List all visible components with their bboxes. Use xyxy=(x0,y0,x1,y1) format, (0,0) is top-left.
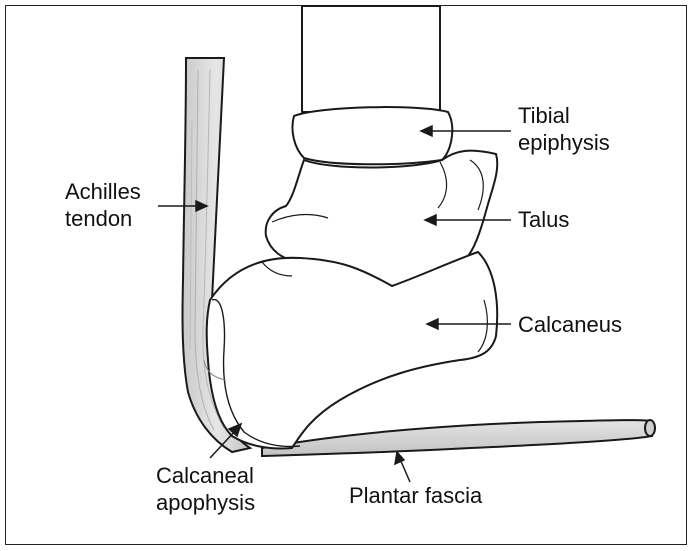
label-achilles-line1: Achilles xyxy=(65,178,141,205)
label-calcaneal-apophysis: Calcaneal apophysis xyxy=(156,462,255,516)
label-talus-text: Talus xyxy=(518,206,569,233)
label-achilles-tendon: Achilles tendon xyxy=(65,178,141,232)
calcaneus xyxy=(207,252,498,449)
label-tibial-epiphysis-line1: Tibial xyxy=(518,102,610,129)
tibia xyxy=(302,6,440,112)
arrow-achilles xyxy=(158,201,207,211)
label-tibial-epiphysis: Tibial epiphysis xyxy=(518,102,610,156)
label-talus: Talus xyxy=(518,206,569,233)
label-calcaneal-apophysis-line2: apophysis xyxy=(156,489,255,516)
label-tibial-epiphysis-line2: epiphysis xyxy=(518,129,610,156)
arrow-plantar-fascia xyxy=(395,452,410,482)
label-calcaneal-apophysis-line1: Calcaneal xyxy=(156,462,255,489)
label-calcaneus: Calcaneus xyxy=(518,311,622,338)
label-plantar-fascia: Plantar fascia xyxy=(349,482,482,509)
plantar-fascia xyxy=(262,420,655,456)
label-calcaneus-text: Calcaneus xyxy=(518,311,622,338)
label-plantar-fascia-text: Plantar fascia xyxy=(349,482,482,509)
label-achilles-line2: tendon xyxy=(65,205,141,232)
tibial-epiphysis xyxy=(292,107,452,164)
